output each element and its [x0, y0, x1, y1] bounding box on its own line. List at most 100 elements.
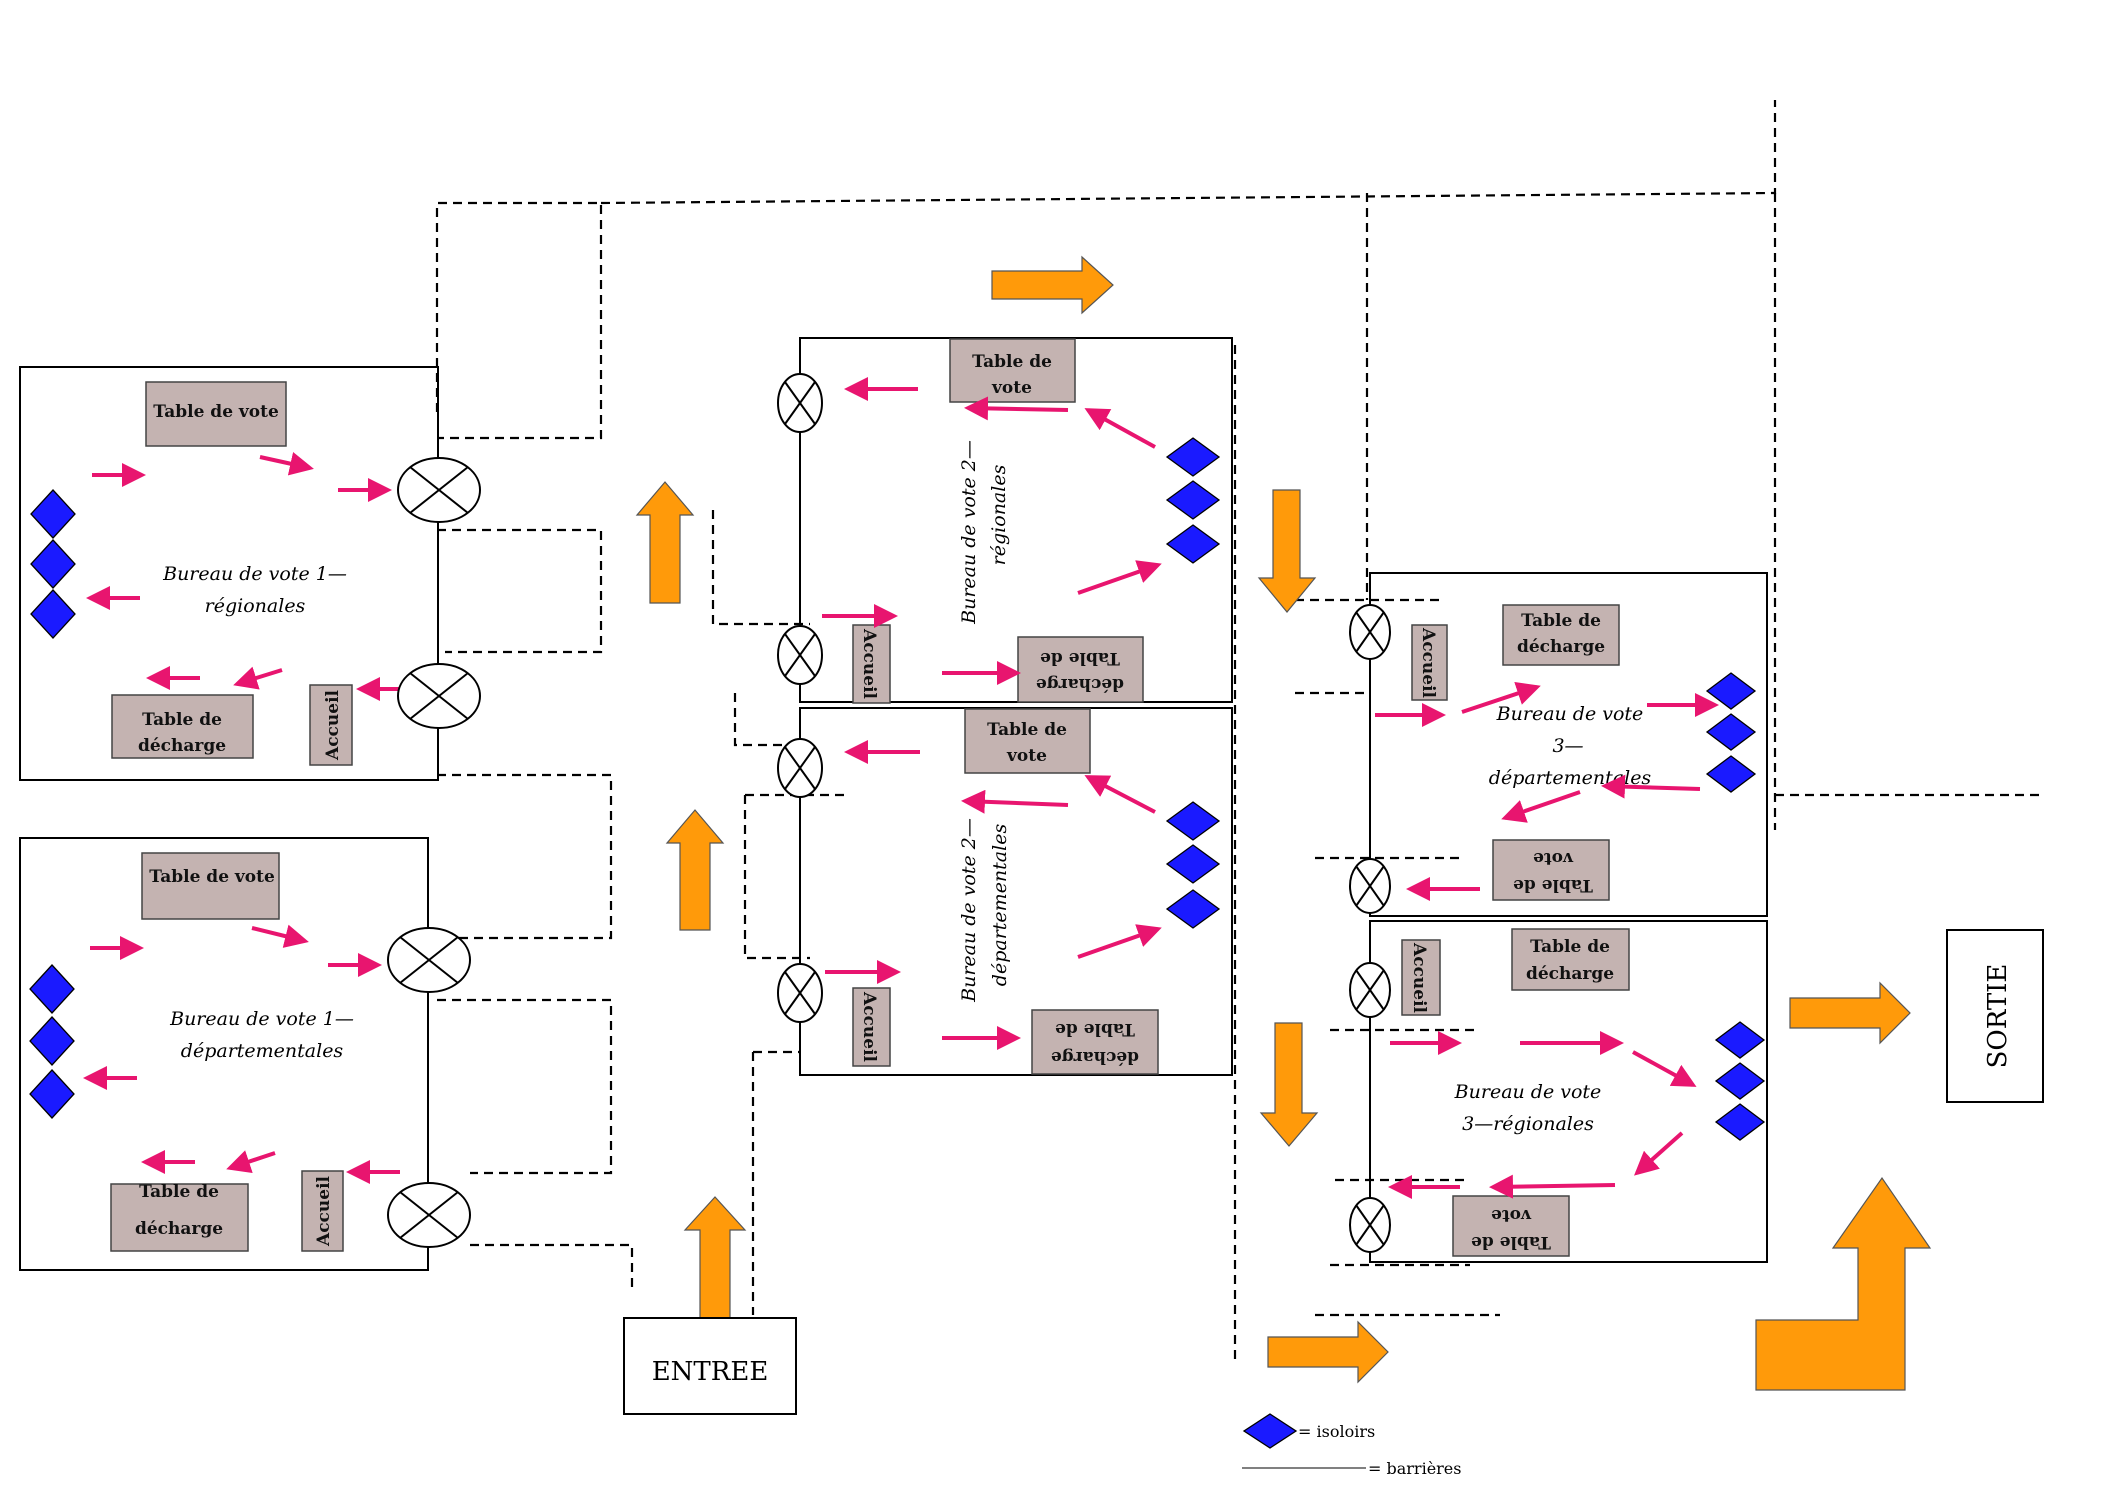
accueil-desk: Accueil — [1401, 939, 1441, 1016]
office-subtitle: 3— — [1552, 735, 1583, 757]
door-marker — [777, 738, 823, 798]
table-de-vote-inverted: vote Table de — [1492, 839, 1610, 901]
office-1-regionales: Table de vote Table de décharge Accueil … — [19, 366, 439, 781]
office-2-regionales: Table de vote Table de décharge Accueil … — [799, 337, 1233, 704]
office-3-departementales: Table de décharge vote Table de Accueil … — [1369, 572, 1768, 917]
table-de-vote-inverted: vote Table de — [1452, 1195, 1570, 1257]
door-marker — [777, 963, 823, 1023]
table-label: Table de — [142, 710, 222, 730]
table-label: décharge — [135, 1219, 223, 1239]
route-arrow-right — [991, 255, 1114, 315]
table-label: Table de — [1521, 611, 1601, 631]
door-marker — [397, 663, 481, 729]
table-de-decharge: Table de décharge — [1031, 1009, 1159, 1075]
office-title: Bureau de vote 1— — [169, 1008, 354, 1030]
table-label: vote — [991, 378, 1032, 398]
exit-box: SORTIE — [1946, 929, 2044, 1103]
legend-isoloirs-label: = isoloirs — [1298, 1422, 1375, 1441]
table-de-vote: Table de vote — [145, 381, 287, 447]
table-label: Table de — [1530, 937, 1610, 957]
accueil-label: Accueil — [1418, 627, 1438, 699]
route-arrow-up — [635, 481, 695, 604]
door-marker — [387, 1182, 471, 1248]
isoloirs — [1705, 672, 1757, 793]
door-marker — [1349, 1197, 1391, 1253]
office-title: Bureau de vote — [1496, 703, 1644, 725]
isoloirs — [1714, 1021, 1766, 1141]
table-label: Table de — [1055, 1019, 1135, 1039]
flow-arrows — [1375, 681, 1719, 901]
room-outline — [799, 337, 1233, 703]
route-arrow-up — [683, 1196, 747, 1321]
office-subtitle: régionales — [205, 595, 306, 617]
route-arrows — [635, 255, 1932, 1391]
table-label: décharge — [1051, 1047, 1139, 1067]
table-label: décharge — [1036, 674, 1124, 694]
legend: = isoloirs = barrières — [1242, 1413, 1461, 1478]
door-marker — [397, 457, 481, 523]
legend-barrieres: = barrières — [1242, 1459, 1461, 1478]
table-label: Table de — [972, 352, 1052, 372]
table-de-decharge: Table de décharge — [1017, 636, 1144, 703]
table-de-decharge: Table de décharge — [111, 694, 254, 759]
isoloirs — [1165, 437, 1221, 564]
office-subtitle: 3—régionales — [1462, 1113, 1594, 1135]
barriers — [435, 100, 2040, 1360]
office-subtitle: départementales — [181, 1040, 344, 1062]
room-outline — [19, 366, 439, 781]
table-label: décharge — [138, 736, 226, 756]
flow-arrows — [86, 451, 410, 701]
table-label: Table de vote — [153, 402, 279, 422]
flow-arrows — [822, 377, 1162, 685]
route-arrow-up — [665, 809, 725, 931]
door-marker — [777, 625, 823, 685]
table-label: décharge — [1526, 964, 1614, 984]
office-subtitle: régionales — [988, 464, 1010, 565]
table-de-decharge-upright: Table de décharge — [1502, 604, 1620, 666]
table-label: vote — [1491, 1205, 1532, 1225]
legend-isoloirs: = isoloirs — [1242, 1413, 1375, 1449]
table-de-vote: Table de vote — [964, 708, 1091, 774]
route-arrow-down — [1257, 489, 1317, 613]
accueil-label: Accueil — [859, 628, 879, 700]
room-outline — [1369, 572, 1768, 917]
accueil-desk: Accueil — [852, 624, 891, 704]
flow-arrows — [1388, 1031, 1697, 1199]
table-label: vote — [1006, 746, 1047, 766]
table-de-decharge: Table de décharge — [110, 1182, 249, 1252]
room-outline — [799, 707, 1233, 1076]
door-marker — [1349, 962, 1391, 1018]
isoloir-icon — [1242, 1413, 1298, 1449]
office-subtitle: départementales — [989, 824, 1011, 987]
table-label: Table de vote — [149, 867, 275, 887]
accueil-desk: Accueil — [301, 1170, 344, 1252]
table-de-vote: Table de vote — [949, 338, 1076, 403]
accueil-label: Accueil — [314, 1175, 334, 1247]
door-marker — [387, 927, 471, 993]
route-arrow-exit — [1755, 1176, 1932, 1391]
accueil-label: Accueil — [323, 689, 343, 761]
isoloirs — [29, 964, 75, 1119]
exit-label: SORTIE — [1983, 964, 2013, 1069]
table-label: Table de — [1513, 875, 1593, 895]
room-outline — [1369, 920, 1768, 1263]
door-marker — [777, 373, 823, 433]
table-label: décharge — [1517, 637, 1605, 657]
door-marker — [1349, 604, 1391, 660]
table-label: Table de — [1040, 648, 1120, 668]
table-label: vote — [1533, 848, 1574, 868]
table-label: Table de — [139, 1182, 219, 1202]
accueil-desk: Accueil — [852, 987, 891, 1067]
isoloirs — [1165, 801, 1221, 929]
legend-barrieres-label: = barrières — [1368, 1459, 1461, 1478]
door-markers — [387, 373, 1391, 1253]
accueil-label: Accueil — [1409, 942, 1429, 1014]
table-de-decharge-upright: Table de décharge — [1511, 928, 1630, 991]
accueil-label: Accueil — [859, 991, 879, 1063]
office-3-regionales: Table de décharge vote Table de Accueil … — [1369, 920, 1768, 1263]
entrance-box: ENTREE — [623, 1317, 797, 1415]
route-arrow-down — [1259, 1022, 1319, 1147]
accueil-desk: Accueil — [309, 684, 353, 766]
route-arrow-right — [1789, 981, 1911, 1045]
